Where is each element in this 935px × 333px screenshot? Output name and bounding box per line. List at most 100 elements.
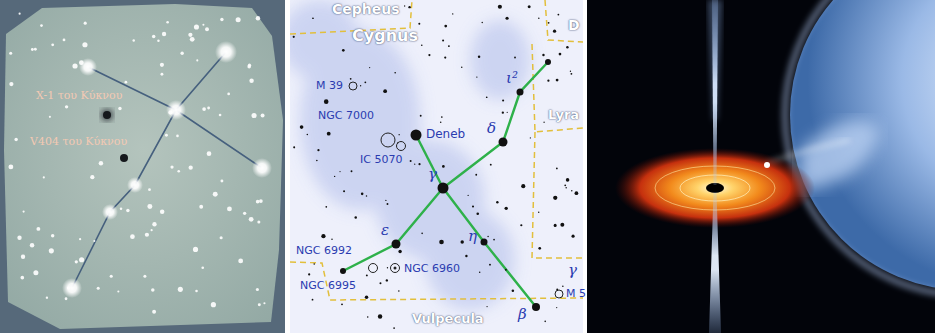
star-dot (428, 54, 430, 56)
object-label: IC 5070 (360, 154, 402, 166)
star-name: Deneb (426, 128, 465, 141)
star-dot (441, 116, 443, 118)
star-dot (556, 79, 559, 82)
star-dot (414, 164, 415, 165)
star-dot (465, 255, 467, 257)
star-dot (547, 80, 549, 82)
star-dot (548, 22, 550, 24)
star-dot (566, 178, 570, 182)
star-dot (152, 35, 156, 39)
star-dot (560, 223, 564, 227)
star-dot (213, 192, 218, 197)
constellation-name: Cepheus (332, 2, 400, 17)
star-dot (166, 21, 169, 24)
star-dot (300, 125, 304, 129)
star-dot (498, 5, 502, 9)
constellation-name: D (568, 18, 580, 33)
star-dot (90, 175, 94, 179)
star-dot (202, 24, 204, 26)
star-dot (460, 240, 463, 243)
star-dot (160, 210, 165, 215)
star-dot (193, 247, 198, 252)
star-dot (408, 6, 410, 8)
object-label: NGC 6992 (296, 245, 352, 257)
star-dot (562, 286, 564, 288)
star-dot (528, 5, 531, 8)
star-dot (14, 138, 17, 141)
star-dot (331, 239, 332, 240)
star-dot (365, 295, 369, 299)
star-dot (339, 171, 340, 172)
star-letter: γ (428, 166, 437, 183)
star-dot (219, 114, 222, 117)
star-dot (378, 314, 382, 318)
star-dot (505, 17, 508, 20)
star-dot (49, 116, 51, 118)
star-dot (82, 42, 87, 47)
star-dot (496, 201, 498, 203)
star-dot (220, 18, 223, 21)
star-dot (514, 57, 516, 59)
star-dot (475, 174, 477, 176)
star-dot (386, 279, 388, 281)
star-dot (490, 164, 492, 166)
star-dot (312, 299, 314, 301)
star-dot (385, 200, 386, 201)
star-dot (143, 275, 146, 278)
star-dot (572, 235, 575, 238)
star-dot (325, 206, 327, 208)
star-dot (132, 39, 134, 41)
star-dot (553, 196, 557, 200)
star-dot (46, 296, 48, 298)
star-dot (263, 302, 265, 304)
star-dot (293, 146, 295, 148)
star-dot (19, 13, 21, 15)
star-dot (259, 199, 263, 203)
star-dot (236, 17, 241, 22)
star-dot (160, 63, 164, 67)
star-dot (570, 73, 572, 75)
star-map-greek (0, 0, 285, 333)
star-dot (207, 107, 210, 110)
star-dot (361, 193, 364, 196)
object-label: NGC 6995 (300, 280, 356, 292)
star-dot (93, 240, 95, 242)
star-dot (145, 233, 149, 237)
star-dot (350, 78, 352, 80)
star-dot (220, 236, 223, 239)
star-dot (249, 79, 253, 83)
star-dot (151, 229, 153, 231)
star-dot (199, 205, 203, 209)
star-dot (75, 260, 78, 263)
star-dot (461, 67, 462, 68)
star-dot (118, 107, 121, 110)
object-label: NGC 6960 (404, 263, 460, 275)
star-dot (554, 224, 557, 227)
star-dot (147, 204, 152, 209)
star-dot (418, 23, 420, 25)
star-letter: γ (568, 262, 577, 279)
star-dot (152, 222, 156, 226)
star-dot (43, 176, 45, 178)
star-dot (556, 168, 558, 170)
star-dot (194, 25, 199, 30)
star-dot (256, 200, 260, 204)
star-dot (21, 255, 25, 259)
star-dot (177, 170, 180, 173)
star-dot (512, 289, 514, 291)
star-dot (152, 310, 156, 314)
star-dot (421, 233, 423, 235)
star-dot (565, 187, 566, 188)
star-dot (404, 5, 405, 6)
star-dot (364, 81, 366, 83)
black-hole-illustration (587, 0, 935, 333)
star-dot (343, 190, 345, 192)
star-dot (324, 99, 329, 104)
star-dot (196, 59, 198, 61)
star-dot (379, 282, 381, 284)
star-dot (176, 135, 179, 138)
star-dot (36, 227, 40, 231)
star-dot (65, 105, 68, 108)
star-dot (190, 37, 195, 42)
star-dot (505, 207, 508, 210)
